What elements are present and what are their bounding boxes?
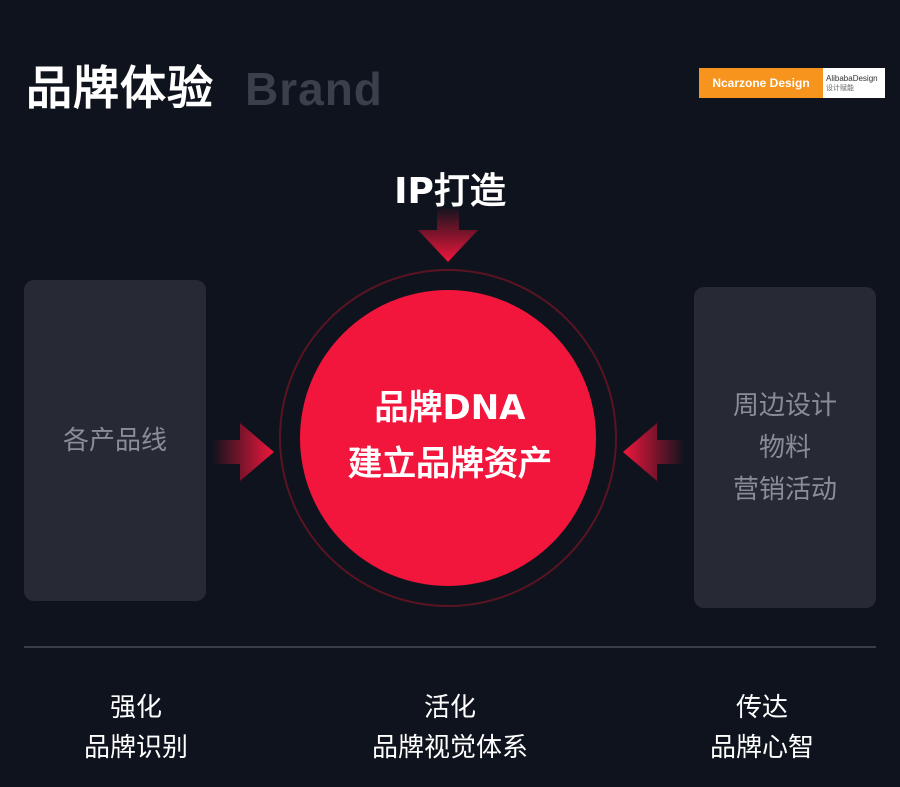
outcome-2-line2: 品牌视觉体系 xyxy=(371,733,528,763)
arrow-left-icon xyxy=(623,423,685,481)
logo-alibaba: AlibabaDesign 设计赋能 xyxy=(823,68,885,98)
top-input-label: IP打造 xyxy=(394,171,506,212)
right-card-line1: 周边设计 xyxy=(732,390,837,421)
logo-alibaba-line2: 设计赋能 xyxy=(826,84,854,92)
divider xyxy=(24,646,876,648)
right-card-line2: 物料 xyxy=(758,432,811,463)
outcome-column-1: 强化 品牌识别 xyxy=(6,688,266,768)
outcome-2-line1: 活化 xyxy=(423,693,476,723)
page-subtitle: Brand xyxy=(245,63,383,115)
outcome-3-line1: 传达 xyxy=(735,693,788,723)
right-card: 周边设计 物料 营销活动 xyxy=(694,287,876,608)
outcome-1-line1: 强化 xyxy=(109,693,162,723)
right-card-line3: 营销活动 xyxy=(732,474,837,505)
outcome-column-2: 活化 品牌视觉体系 xyxy=(320,688,580,768)
arrow-right-icon xyxy=(212,423,274,481)
logo-ncarzone: Ncarzone Design xyxy=(699,68,823,98)
outcome-3-line2: 品牌心智 xyxy=(709,733,814,763)
logo-alibaba-line1: AlibabaDesign xyxy=(826,73,878,83)
arrow-down-icon xyxy=(418,207,478,262)
core-text-line1: 品牌DNA xyxy=(374,388,526,428)
outcome-1-line2: 品牌识别 xyxy=(83,733,188,763)
left-card: 各产品线 xyxy=(24,280,206,601)
left-card-text: 各产品线 xyxy=(62,425,167,456)
core-text-line2: 建立品牌资产 xyxy=(348,444,552,484)
page-title: 品牌体验 xyxy=(26,61,214,115)
outer-ring xyxy=(279,269,617,607)
core-text: 品牌DNA 建立品牌资产 xyxy=(300,380,600,492)
outcome-column-3: 传达 品牌心智 xyxy=(632,688,892,768)
core-circle xyxy=(300,290,596,586)
brand-logo: Ncarzone Design AlibabaDesign 设计赋能 xyxy=(699,68,885,98)
